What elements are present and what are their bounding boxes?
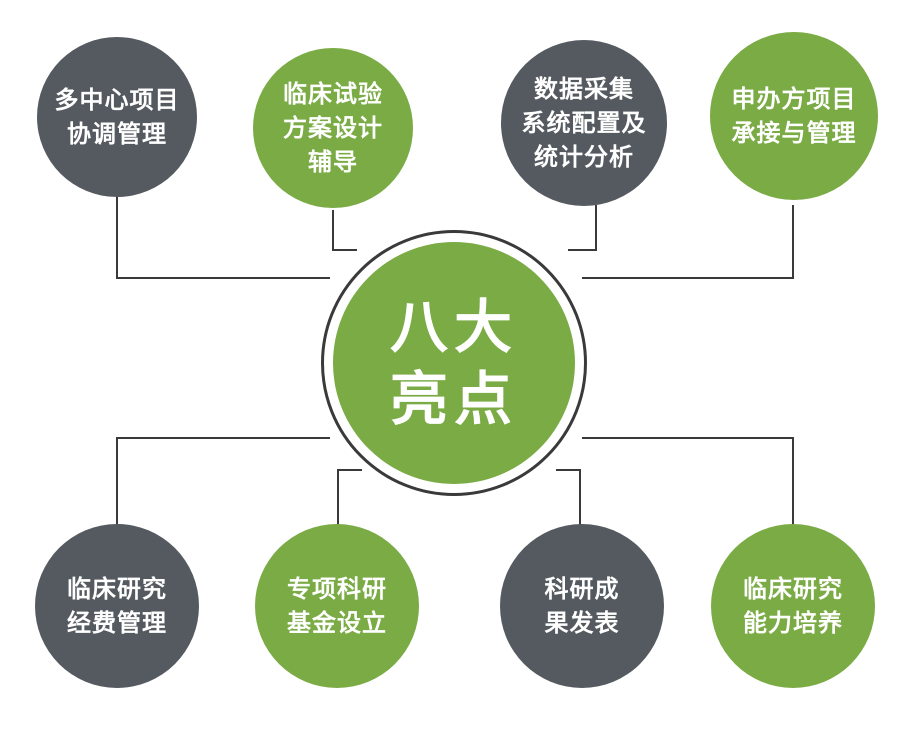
connector-line [556,469,581,528]
node-label-line: 基金设立 [287,609,387,637]
node-data-collection-analysis: 数据采集 系统配置及 统计分析 [501,40,667,206]
node-label-line: 统计分析 [534,143,634,171]
node-label-line: 临床研究 [67,575,167,603]
node-label-line: 临床试验 [283,80,383,108]
node-special-fund: 专项科研 基金设立 [255,524,419,688]
node-label-line: 方案设计 [283,114,383,142]
node-trial-design-guidance: 临床试验 方案设计 辅导 [253,48,413,208]
node-label-line: 系统配置及 [521,109,647,137]
node-label-line: 数据采集 [534,75,634,103]
connector-line [332,210,357,251]
node-label-line: 科研成 [544,575,620,603]
node-multicenter-coordination: 多中心项目 协调管理 [37,37,197,197]
connector-line [582,437,794,528]
connector-line [337,469,362,528]
node-label-line: 专项科研 [287,575,387,603]
connector-line [116,195,330,279]
node-label-line: 果发表 [544,609,620,637]
connector-line [582,205,794,279]
node-label-line: 多中心项目 [54,86,180,114]
node-sponsor-project: 申办方项目 承接与管理 [710,32,878,200]
node-publication: 科研成 果发表 [500,524,664,688]
node-research-funding: 临床研究 经费管理 [35,524,199,688]
center-title-line1: 八大 [389,293,518,361]
center-title-line2: 亮点 [389,365,518,433]
node-label-line: 辅导 [308,148,358,176]
connector-line [568,205,597,251]
node-label-line: 协调管理 [67,120,167,148]
node-label-line: 承接与管理 [731,119,857,147]
center-circle: 八大 亮点 [333,242,575,484]
node-label-line: 能力培养 [743,609,843,637]
node-capacity-building: 临床研究 能力培养 [711,524,875,688]
connector-line [116,437,330,528]
node-label-line: 申办方项目 [731,85,857,113]
node-label-line: 临床研究 [743,575,843,603]
node-label-line: 经费管理 [67,609,167,637]
